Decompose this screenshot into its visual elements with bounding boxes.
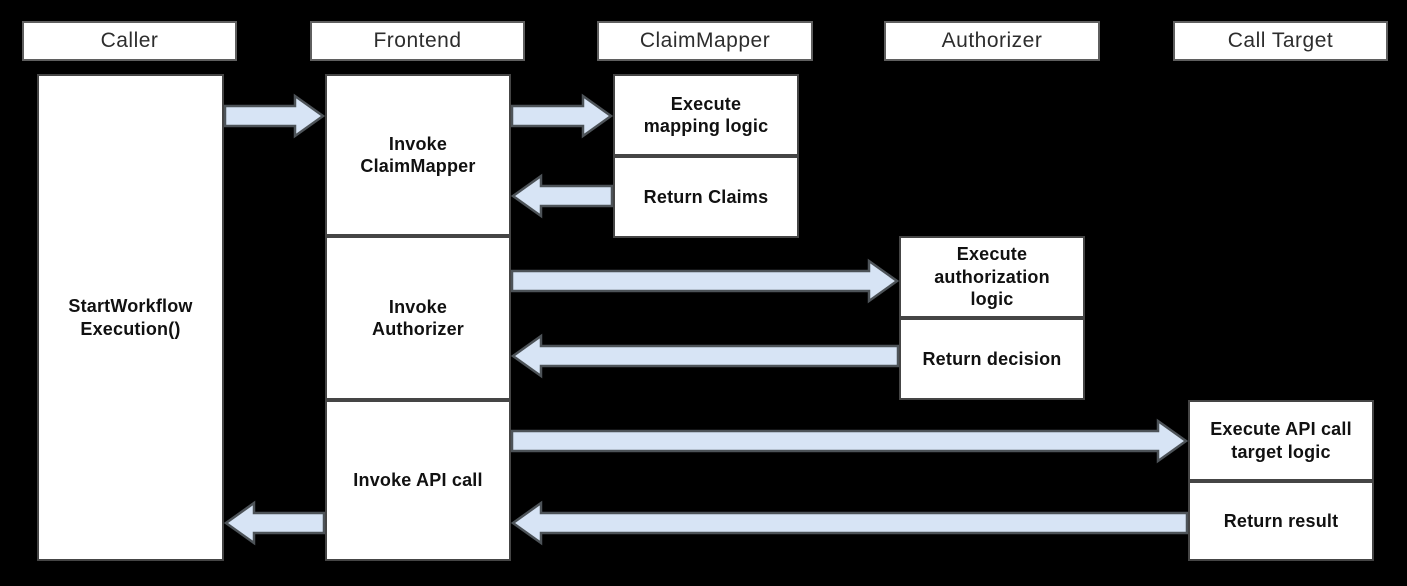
arrow-frontend-to-claimmapper (511, 93, 613, 139)
step-frontend-invoke-authorizer: Invoke Authorizer (325, 236, 511, 400)
arrow-frontend-to-caller (224, 500, 325, 546)
arrow-calltarget-to-frontend (511, 500, 1188, 546)
step-frontend-invoke-claimmapper: Invoke ClaimMapper (325, 74, 511, 236)
lifeline-header-frontend: Frontend (310, 21, 525, 61)
lifeline-header-authorizer: Authorizer (884, 21, 1100, 61)
step-authorizer-execute-authorization-logic: Execute authorization logic (899, 236, 1085, 318)
step-claimmapper-return-claims: Return Claims (613, 156, 799, 238)
arrow-frontend-to-authorizer (511, 258, 899, 304)
step-authorizer-return-decision: Return decision (899, 318, 1085, 400)
step-frontend-invoke-api-call: Invoke API call (325, 400, 511, 561)
arrow-caller-to-frontend (224, 93, 325, 139)
step-calltarget-execute-api-call-target-logic: Execute API call target logic (1188, 400, 1374, 481)
lifeline-header-calltarget: Call Target (1173, 21, 1388, 61)
arrow-authorizer-to-frontend (511, 333, 899, 379)
lifeline-header-caller: Caller (22, 21, 237, 61)
arrow-claimmapper-to-frontend (511, 173, 613, 219)
activation-caller-startworkflowexecution: StartWorkflow Execution() (37, 74, 224, 561)
arrow-frontend-to-calltarget (511, 418, 1188, 464)
step-claimmapper-execute-mapping-logic: Execute mapping logic (613, 74, 799, 156)
step-calltarget-return-result: Return result (1188, 481, 1374, 561)
lifeline-header-claimmapper: ClaimMapper (597, 21, 813, 61)
